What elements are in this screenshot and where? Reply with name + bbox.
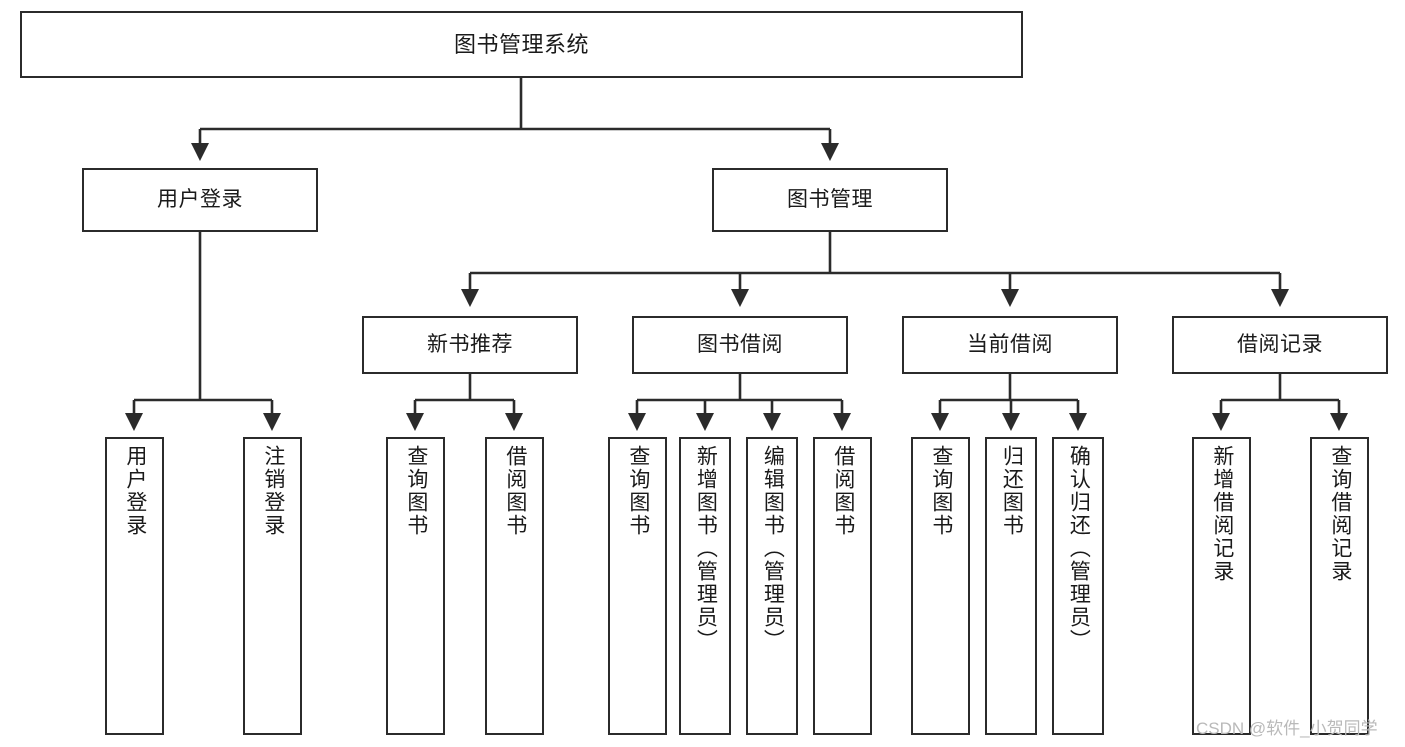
node-user-login-label: 用户登录 [157,187,243,211]
node-leaf-query-book-3[interactable]: 查询图书 [911,437,970,735]
csdn-watermark: CSDN @软件_小贺同学 [1196,719,1378,738]
node-book-borrow-label: 图书借阅 [697,332,783,356]
node-current-borrow[interactable]: 当前借阅 [902,316,1118,374]
node-leaf-query-book-2-label: 查询图书 [626,445,650,537]
node-leaf-query-book-1[interactable]: 查询图书 [386,437,445,735]
node-leaf-query-record[interactable]: 查询借阅记录 [1310,437,1369,735]
node-leaf-query-record-label: 查询借阅记录 [1328,445,1352,583]
node-root-label: 图书管理系统 [453,31,589,57]
node-book-manage-label: 图书管理 [787,187,873,211]
node-leaf-return-book-label: 归还图书 [1000,445,1024,537]
node-leaf-confirm-return[interactable]: 确认归还（管理员） [1052,437,1104,735]
node-leaf-add-record-label: 新增借阅记录 [1210,445,1234,583]
node-borrow-record[interactable]: 借阅记录 [1172,316,1388,374]
node-leaf-confirm-return-label: 确认归还（管理员） [1067,445,1091,652]
node-leaf-user-login-label: 用户登录 [123,445,147,537]
node-leaf-user-logout-label: 注销登录 [261,445,285,537]
node-leaf-query-book-3-label: 查询图书 [929,445,953,537]
node-leaf-borrow-book-2-label: 借阅图书 [831,445,855,537]
node-leaf-query-book-1-label: 查询图书 [404,445,428,537]
node-new-book-rec-label: 新书推荐 [427,332,513,356]
node-leaf-user-logout[interactable]: 注销登录 [243,437,302,735]
node-leaf-return-book[interactable]: 归还图书 [985,437,1037,735]
node-leaf-add-book-label: 新增图书（管理员） [694,445,718,652]
node-leaf-borrow-book-2[interactable]: 借阅图书 [813,437,872,735]
node-leaf-borrow-book-1[interactable]: 借阅图书 [485,437,544,735]
node-root[interactable]: 图书管理系统 [20,11,1023,78]
node-borrow-record-label: 借阅记录 [1237,332,1323,356]
node-leaf-user-login[interactable]: 用户登录 [105,437,164,735]
node-new-book-rec[interactable]: 新书推荐 [362,316,578,374]
node-book-manage[interactable]: 图书管理 [712,168,948,232]
node-leaf-add-book[interactable]: 新增图书（管理员） [679,437,731,735]
node-leaf-add-record[interactable]: 新增借阅记录 [1192,437,1251,735]
node-leaf-borrow-book-1-label: 借阅图书 [503,445,527,537]
node-leaf-edit-book-label: 编辑图书（管理员） [761,445,785,652]
node-leaf-edit-book[interactable]: 编辑图书（管理员） [746,437,798,735]
node-book-borrow[interactable]: 图书借阅 [632,316,848,374]
node-leaf-query-book-2[interactable]: 查询图书 [608,437,667,735]
node-user-login[interactable]: 用户登录 [82,168,318,232]
node-current-borrow-label: 当前借阅 [967,332,1053,356]
